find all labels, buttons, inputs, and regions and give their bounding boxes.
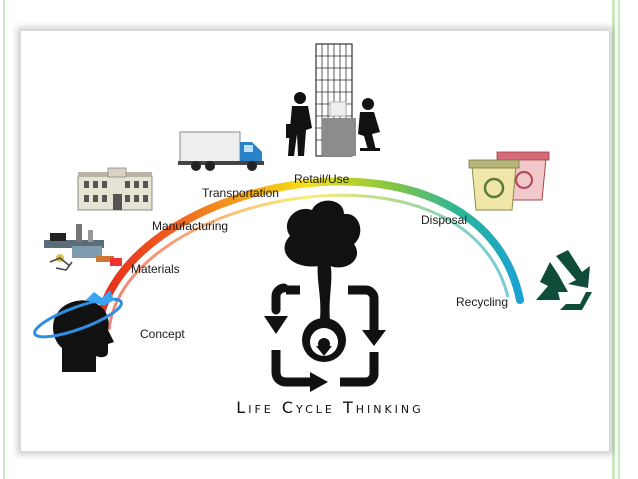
factory-building-icon (77, 167, 153, 211)
recycle-icon (536, 250, 592, 310)
stage-label-materials: Materials (131, 262, 180, 276)
stage-label-retail-use: Retail/Use (294, 172, 350, 186)
life-cycle-arc (93, 177, 524, 339)
diagram-title: Life Cycle Thinking (236, 398, 424, 417)
office-skyscraper-people-icon (286, 43, 380, 157)
right-margin-rule-inner (618, 0, 620, 479)
stage-label-recycling: Recycling (456, 295, 509, 309)
circuit-board-icon (44, 224, 122, 271)
right-margin-rule (612, 0, 615, 479)
left-margin-rule (3, 0, 5, 479)
waste-bins-icon (468, 151, 550, 211)
stage-label-disposal: Disposal (421, 213, 468, 227)
life-cycle-arc-inner (107, 193, 510, 331)
head-with-orbit-icon (33, 290, 123, 372)
stage-label-concept: Concept (140, 327, 185, 341)
stage-label-transportation: Transportation (202, 186, 279, 200)
stage-label-manufacturing: Manufacturing (152, 219, 229, 233)
truck-icon (178, 131, 264, 171)
tree-cycle-icon (264, 200, 386, 392)
